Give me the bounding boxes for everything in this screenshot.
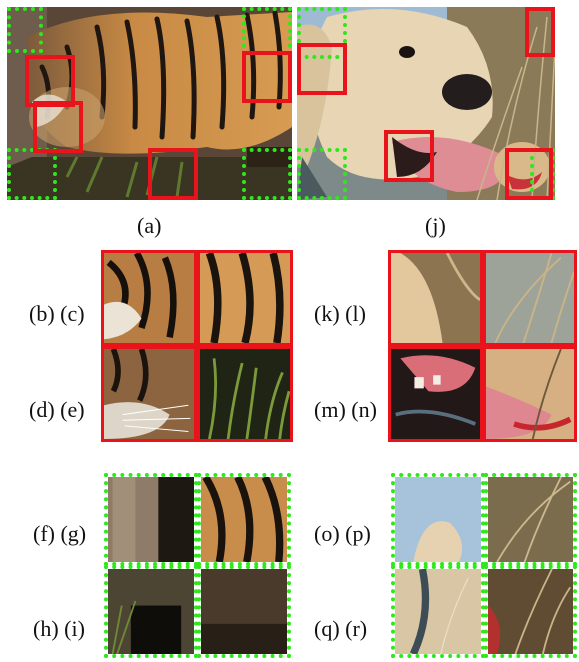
patch-r — [484, 565, 577, 658]
label-q-r: (q) (r) — [314, 616, 368, 641]
label-d-e: (d) (e) — [29, 397, 85, 422]
patch-l — [483, 250, 577, 346]
label-m-n: (m) (n) — [314, 397, 377, 422]
tiger-background-box — [242, 148, 292, 200]
tiger-background-box — [7, 7, 43, 53]
dog-discriminative-box — [505, 148, 553, 200]
caption-j: (j) — [425, 213, 446, 238]
patch-k — [388, 250, 483, 346]
patch-h — [104, 565, 198, 658]
patch-c — [197, 250, 293, 346]
tiger-background-grid — [104, 473, 291, 658]
patch-q — [391, 565, 485, 658]
dog-background-grid — [391, 473, 577, 658]
patch-f — [104, 473, 198, 566]
tiger-discriminative-box — [242, 51, 292, 103]
tiger-discriminative-box — [25, 55, 75, 107]
label-k-l: (k) (l) — [314, 301, 366, 326]
patch-i — [197, 565, 291, 658]
patch-b — [101, 250, 197, 346]
tiger-discriminative-box — [33, 101, 83, 153]
tiger-background-box — [242, 7, 292, 55]
dog-discriminative-grid — [388, 250, 577, 442]
patch-o — [391, 473, 485, 566]
patch-g — [197, 473, 291, 566]
tiger-background-box — [7, 148, 57, 200]
dog-photo — [297, 7, 555, 200]
dog-background-box — [297, 148, 347, 200]
dog-discriminative-box — [297, 43, 347, 95]
tiger-discriminative-grid — [101, 250, 293, 442]
patch-n — [483, 346, 577, 442]
caption-a: (a) — [137, 213, 162, 238]
label-o-p: (o) (p) — [314, 521, 371, 546]
label-h-i: (h) (i) — [33, 616, 85, 641]
dog-discriminative-box — [525, 7, 555, 57]
patch-m — [388, 346, 483, 442]
label-f-g: (f) (g) — [33, 521, 87, 546]
patch-d — [101, 346, 197, 442]
label-b-c: (b) (c) — [29, 301, 85, 326]
patch-p — [484, 473, 577, 566]
patch-e — [197, 346, 293, 442]
dog-discriminative-box — [384, 130, 434, 182]
tiger-discriminative-box — [148, 148, 198, 200]
dog-background-box — [297, 7, 347, 59]
